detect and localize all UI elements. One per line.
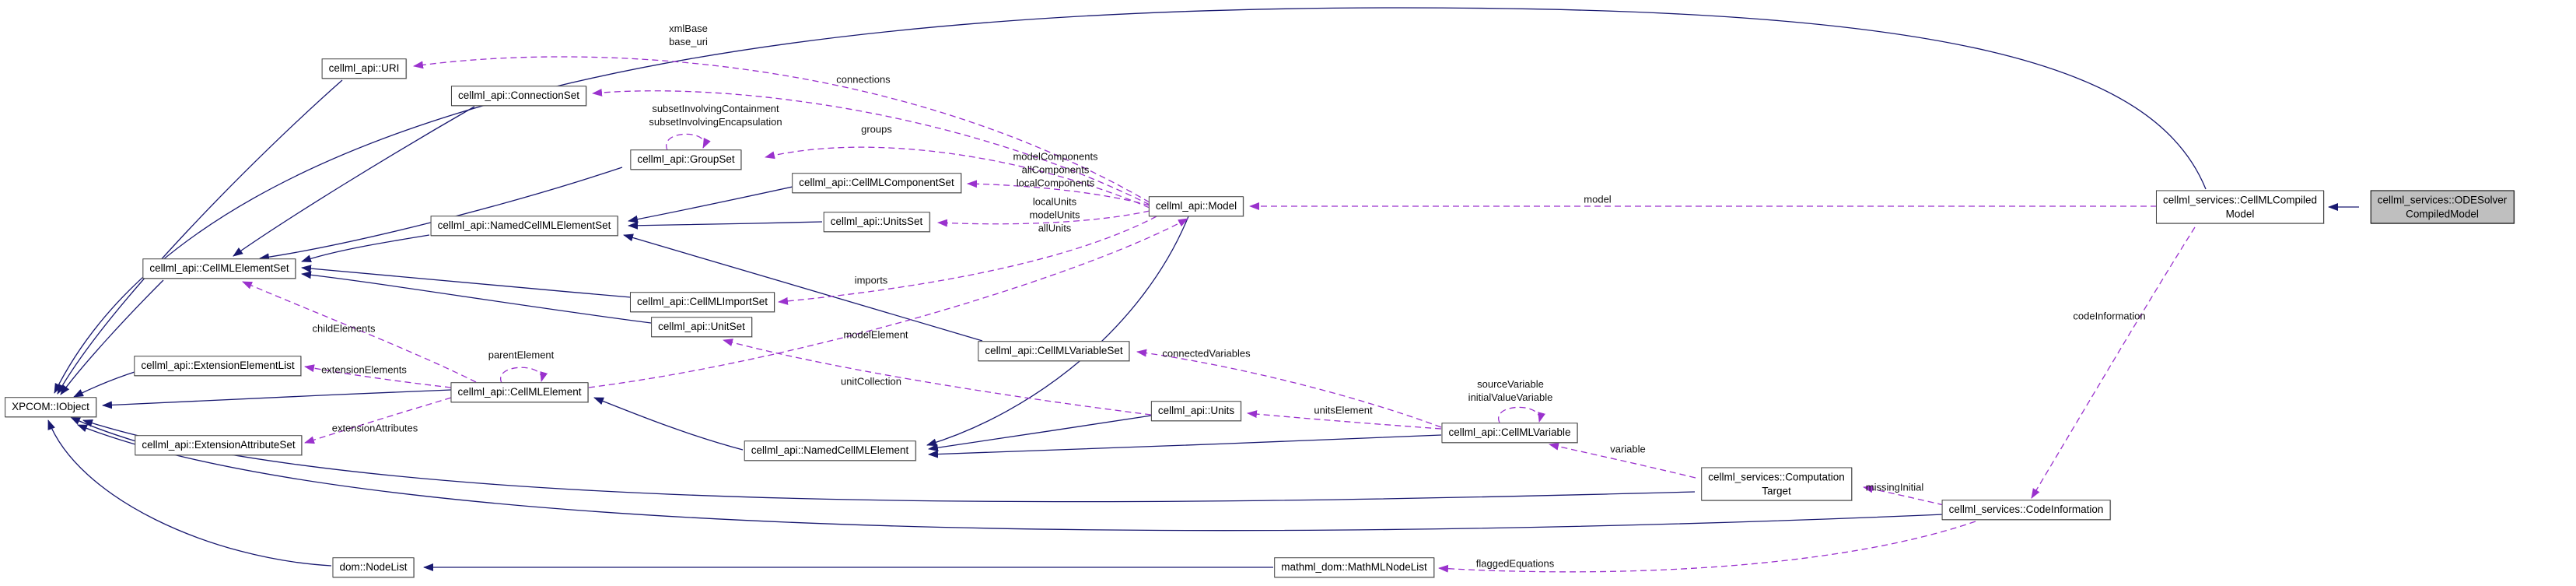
class-node-mathml-nodelist[interactable]: mathml_dom::MathMLNodeList xyxy=(1274,557,1434,577)
edge-model-to-unitsset-units xyxy=(937,210,1150,227)
class-node-odesolver-compiled-model: cellml_services::ODESolver CompiledModel xyxy=(2370,190,2515,224)
class-node-units-set[interactable]: cellml_api::UnitsSet xyxy=(823,212,930,232)
edge-componentset-to-namedset xyxy=(628,186,793,223)
class-node-named-cellml-element[interactable]: cellml_api::NamedCellMLElement xyxy=(744,440,916,461)
class-node-dom-nodelist[interactable]: dom::NodeList xyxy=(332,557,415,577)
edge-units-to-unitset-unitcollection xyxy=(723,339,1152,416)
edge-model-to-uri-xmlbase xyxy=(413,56,1150,203)
class-node-cellml-variable-set[interactable]: cellml_api::CellMLVariableSet xyxy=(978,341,1130,361)
edge-codeinfo-to-target-missinginitial xyxy=(1863,485,1944,506)
edge-unitsset-to-namedset xyxy=(628,221,823,230)
edge-cellmlelement-self-parentelement xyxy=(499,367,548,384)
class-node-code-information[interactable]: cellml_services::CodeInformation xyxy=(1941,500,2111,520)
class-node-cellml-compiled-model[interactable]: cellml_services::CellMLCompiled Model xyxy=(2155,190,2325,224)
edge-variable-to-units-unitselement xyxy=(1247,410,1442,430)
edge-model-to-namedcellmlelement xyxy=(926,216,1189,447)
class-node-connection-set[interactable]: cellml_api::ConnectionSet xyxy=(450,86,587,106)
edge-cellmlvariable-self-sourcevariable xyxy=(1497,406,1545,423)
edge-groupset-self-subsets xyxy=(665,133,711,151)
edge-cellmlelement-to-model-modelelement xyxy=(588,218,1188,388)
edge-nodelist-to-iobject xyxy=(47,419,332,567)
edge-cellmlelement-to-extensionattributeset xyxy=(304,397,452,444)
edge-codeinformation-to-iobject xyxy=(77,424,1944,532)
class-node-extension-element-list[interactable]: cellml_api::ExtensionElementList xyxy=(134,356,302,376)
class-node-computation-target[interactable]: cellml_services::Computation Target xyxy=(1701,467,1852,501)
edge-target-to-cellmlvariable-variable xyxy=(1549,442,1696,479)
class-node-cellml-variable[interactable]: cellml_api::CellMLVariable xyxy=(1441,423,1578,443)
class-node-units[interactable]: cellml_api::Units xyxy=(1150,401,1242,421)
class-node-model[interactable]: cellml_api::Model xyxy=(1148,196,1244,216)
edge-compiledmodel-to-iobject xyxy=(54,7,2207,394)
edge-model-to-componentset-components xyxy=(967,180,1150,206)
edge-computationtarget-to-iobject xyxy=(82,419,1696,503)
edge-units-to-namedcellmlelement xyxy=(928,415,1152,452)
edge-variableset-to-namedset xyxy=(623,233,983,342)
class-node-uri[interactable]: cellml_api::URI xyxy=(321,58,407,79)
edge-cellmlelement-to-extensionelementlist xyxy=(304,364,452,388)
edge-connectionset-to-cellmlelementset xyxy=(233,106,475,257)
edge-compiledmodel-to-codeinformation xyxy=(2031,226,2196,499)
class-node-cellml-import-set[interactable]: cellml_api::CellMLImportSet xyxy=(629,292,775,312)
edge-namedcellmlelement-to-cellmlelement xyxy=(593,397,744,451)
edge-unitset-to-cellmlelementset xyxy=(301,271,652,324)
class-node-cellml-element-set[interactable]: cellml_api::CellMLElementSet xyxy=(142,258,296,279)
class-node-extension-attribute-set[interactable]: cellml_api::ExtensionAttributeSet xyxy=(135,435,303,455)
class-node-named-cellml-element-set[interactable]: cellml_api::NamedCellMLElementSet xyxy=(430,216,618,236)
class-node-cellml-element[interactable]: cellml_api::CellMLElement xyxy=(450,382,589,402)
edge-model-to-connectionset-connections xyxy=(592,88,1150,205)
edge-uri-to-iobject xyxy=(57,79,343,395)
edge-model-to-importset-imports xyxy=(778,216,1157,305)
edge-extensionelementlist-to-iobject xyxy=(73,370,138,398)
edge-codeinfo-to-mathmlnodelist-flagged xyxy=(1438,521,1976,573)
edge-variable-to-variableset-connected xyxy=(1136,349,1442,428)
class-node-group-set[interactable]: cellml_api::GroupSet xyxy=(630,149,742,170)
class-node-xpcom-iobject[interactable]: XPCOM::IObject xyxy=(5,397,96,417)
edge-groupset-to-cellmlelementset xyxy=(259,167,623,261)
edge-importset-to-cellmlelementset xyxy=(301,265,632,298)
edge-namedset-to-cellmlelementset xyxy=(301,234,430,262)
edge-cellmlelementset-to-iobject xyxy=(60,279,164,395)
edge-cellmlvariable-to-namedcellmlelement xyxy=(928,434,1442,458)
class-node-cellml-component-set[interactable]: cellml_api::CellMLComponentSet xyxy=(792,173,961,193)
edge-extensionattributeset-to-iobject xyxy=(70,416,139,443)
edge-cellmlelement-to-iobject xyxy=(102,389,452,409)
class-node-unit-set[interactable]: cellml_api::UnitSet xyxy=(651,317,752,337)
edge-model-to-groupset-groups xyxy=(765,146,1150,209)
edge-cellmlelement-to-set-childelements xyxy=(242,281,477,383)
